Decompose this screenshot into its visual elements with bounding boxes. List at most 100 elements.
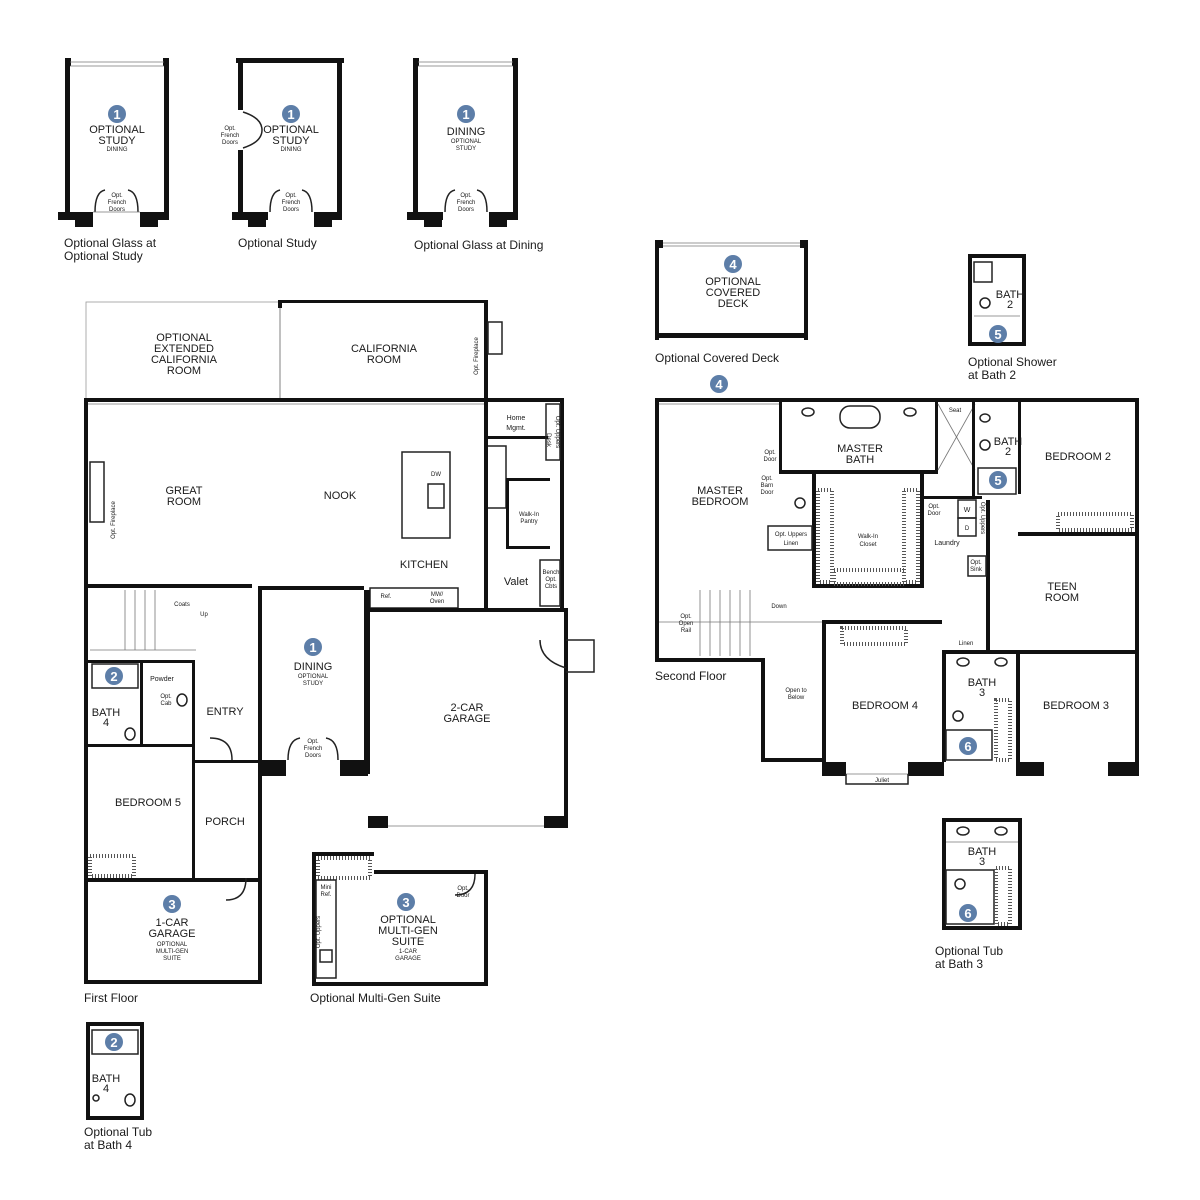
- svg-text:Laundry: Laundry: [934, 540, 960, 547]
- svg-text:Up: Up: [200, 612, 208, 618]
- svg-text:EXTENDED: EXTENDED: [154, 343, 214, 355]
- svg-text:BATH: BATH: [968, 846, 997, 858]
- svg-text:Walk-In: Walk-In: [858, 534, 878, 540]
- svg-text:French: French: [457, 200, 476, 206]
- svg-text:Opt. Uppers: Opt. Uppers: [316, 916, 322, 948]
- svg-text:MASTER: MASTER: [837, 443, 883, 455]
- svg-text:at Bath 2: at Bath 2: [968, 368, 1016, 382]
- thumb-optional-shower-bath2: 5 BATH 2 Optional Shower at Bath 2: [968, 254, 1057, 382]
- svg-text:Ref.: Ref.: [380, 594, 391, 600]
- svg-text:Opt.: Opt.: [160, 694, 172, 700]
- svg-text:DINING: DINING: [107, 147, 128, 153]
- svg-text:STUDY: STUDY: [98, 135, 136, 147]
- svg-text:French: French: [304, 746, 323, 752]
- svg-text:STUDY: STUDY: [272, 135, 310, 147]
- svg-text:Oven: Oven: [430, 599, 444, 605]
- svg-text:Juliet: Juliet: [875, 778, 889, 784]
- badge-6-icon: 6: [959, 737, 977, 755]
- svg-text:MULTI-GEN: MULTI-GEN: [378, 925, 438, 937]
- svg-text:COVERED: COVERED: [706, 287, 760, 299]
- svg-text:BEDROOM 5: BEDROOM 5: [115, 797, 181, 809]
- svg-text:Rail: Rail: [681, 628, 691, 634]
- svg-text:Coats: Coats: [174, 602, 190, 608]
- svg-text:Home: Home: [507, 415, 526, 422]
- svg-text:3: 3: [168, 897, 175, 912]
- svg-text:BEDROOM 3: BEDROOM 3: [1043, 700, 1109, 712]
- svg-text:OPTIONAL: OPTIONAL: [263, 124, 319, 136]
- svg-text:MASTER: MASTER: [697, 485, 743, 497]
- svg-text:Doors: Doors: [305, 753, 321, 759]
- svg-text:DINING: DINING: [281, 147, 302, 153]
- svg-text:GARAGE: GARAGE: [148, 928, 195, 940]
- svg-text:MW/: MW/: [431, 592, 444, 598]
- svg-text:OPTIONAL: OPTIONAL: [89, 124, 145, 136]
- svg-text:2: 2: [110, 1035, 117, 1050]
- svg-text:ENTRY: ENTRY: [206, 706, 244, 718]
- badge-1-icon: 1: [282, 105, 300, 123]
- svg-text:ROOM: ROOM: [367, 354, 401, 366]
- svg-text:Desk: Desk: [545, 433, 551, 448]
- svg-text:Linen: Linen: [784, 541, 799, 547]
- svg-text:Opt. Fireplace: Opt. Fireplace: [474, 336, 480, 374]
- svg-text:6: 6: [964, 739, 971, 754]
- svg-text:4: 4: [103, 1083, 109, 1095]
- svg-text:Bench: Bench: [542, 570, 559, 576]
- svg-text:Optional Multi-Gen Suite: Optional Multi-Gen Suite: [310, 991, 441, 1005]
- svg-text:Optional Study: Optional Study: [238, 236, 317, 250]
- svg-text:Closet: Closet: [859, 542, 876, 548]
- svg-text:2: 2: [1007, 299, 1013, 311]
- thumb-optional-glass-study: 1 OPTIONAL STUDY DINING Opt. French Door…: [58, 58, 169, 263]
- svg-text:Opt. Fireplace: Opt. Fireplace: [111, 500, 117, 538]
- svg-text:BATH: BATH: [996, 289, 1025, 301]
- svg-text:DINING: DINING: [294, 661, 333, 673]
- svg-text:BATH: BATH: [846, 454, 875, 466]
- svg-text:Opt.: Opt.: [970, 560, 982, 566]
- svg-text:Door: Door: [763, 457, 776, 463]
- svg-text:ROOM: ROOM: [167, 365, 201, 377]
- badge-3-icon: 3: [163, 895, 181, 913]
- badge-5-icon: 5: [989, 325, 1007, 343]
- svg-text:NOOK: NOOK: [324, 490, 357, 502]
- svg-text:ROOM: ROOM: [1045, 592, 1079, 604]
- svg-text:MULTI-GEN: MULTI-GEN: [156, 949, 189, 955]
- svg-text:Opt.: Opt.: [545, 577, 557, 583]
- svg-text:STUDY: STUDY: [303, 681, 323, 687]
- svg-text:Opt. Uppers: Opt. Uppers: [775, 532, 807, 538]
- svg-text:5: 5: [994, 327, 1001, 342]
- svg-text:French: French: [282, 200, 301, 206]
- svg-text:Door: Door: [456, 893, 469, 899]
- svg-text:3: 3: [979, 687, 985, 699]
- svg-text:OPTIONAL: OPTIONAL: [380, 914, 436, 926]
- svg-text:Powder: Powder: [150, 676, 174, 683]
- svg-text:Valet: Valet: [504, 576, 528, 588]
- thumb-optional-glass-dining: 1 DINING OPTIONAL STUDY Opt. French Door…: [407, 58, 543, 252]
- svg-text:Open to: Open to: [785, 688, 807, 694]
- svg-text:at Bath 4: at Bath 4: [84, 1138, 132, 1152]
- svg-text:Doors: Doors: [109, 207, 125, 213]
- svg-text:6: 6: [964, 906, 971, 921]
- svg-text:3: 3: [402, 895, 409, 910]
- first-floor-caption: First Floor: [84, 991, 138, 1005]
- thumb-optional-study: 1 OPTIONAL STUDY DINING Opt. French Door…: [221, 58, 344, 250]
- svg-text:1: 1: [309, 640, 316, 655]
- svg-text:Opt. Uppers: Opt. Uppers: [979, 502, 985, 534]
- svg-text:GARAGE: GARAGE: [443, 713, 490, 725]
- badge-4-icon: 4: [710, 375, 728, 393]
- badge-4-icon: 4: [724, 255, 742, 273]
- second-floor-caption: Second Floor: [655, 669, 726, 683]
- svg-text:at Bath 3: at Bath 3: [935, 957, 983, 971]
- svg-text:French: French: [221, 133, 240, 139]
- svg-text:SUITE: SUITE: [392, 936, 424, 948]
- svg-text:Below: Below: [788, 695, 805, 701]
- svg-text:Sink: Sink: [970, 567, 983, 573]
- svg-text:French: French: [108, 200, 127, 206]
- svg-text:Optional Shower: Optional Shower: [968, 355, 1057, 369]
- svg-text:Opt.: Opt.: [457, 886, 469, 892]
- second-floor-plan: 4: [655, 375, 1139, 785]
- svg-text:GARAGE: GARAGE: [395, 956, 421, 962]
- svg-text:Down: Down: [771, 604, 786, 610]
- svg-text:Mgmt.: Mgmt.: [506, 425, 526, 432]
- svg-text:CALIFORNIA: CALIFORNIA: [351, 343, 418, 355]
- svg-text:OPTIONAL: OPTIONAL: [298, 674, 329, 680]
